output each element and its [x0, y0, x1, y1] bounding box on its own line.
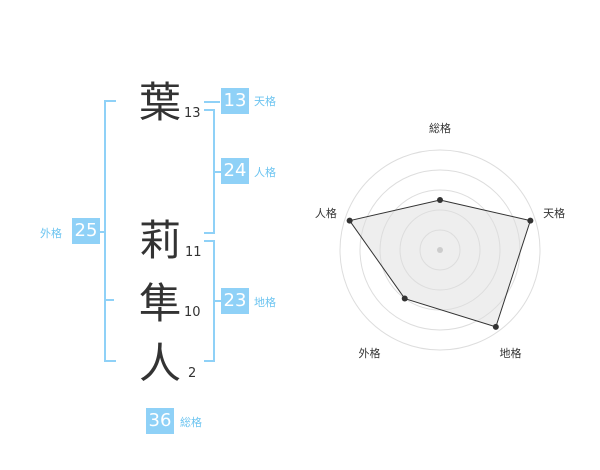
radar-point-1 — [437, 197, 443, 203]
radar-ring-1 — [419, 229, 461, 271]
soukaku-value: 36 — [146, 408, 174, 434]
radar-center-dot — [437, 247, 443, 253]
radar-ring-4 — [359, 169, 521, 331]
radar-point-5 — [346, 217, 353, 224]
gaikaku-label: 外格 — [40, 227, 62, 240]
jinkaku-label: 人格 — [254, 166, 276, 179]
radar-data-area — [349, 200, 531, 327]
stroke-count-2: 11 — [185, 245, 202, 260]
name-char-4: 人 — [139, 339, 182, 388]
stroke-count-1: 13 — [184, 106, 201, 121]
radar-data-line — [348, 199, 531, 328]
jinkaku-connector — [213, 171, 221, 173]
radar-axis-label-2: 天格 — [543, 206, 565, 220]
soukaku-label: 総格 — [180, 416, 202, 429]
stroke-count-4: 2 — [188, 366, 197, 381]
name-char-1: 葉 — [139, 78, 182, 127]
chikaku-value: 23 — [221, 288, 249, 314]
radar-axis-label-5: 人格 — [315, 206, 337, 220]
tenkaku-label: 天格 — [254, 95, 276, 108]
tenkaku-connector — [204, 101, 220, 103]
name-char-3: 隼 — [139, 279, 182, 328]
radar-point-4 — [401, 295, 408, 302]
radar-axis-label-1: 総格 — [429, 121, 451, 135]
gaikaku-connector — [100, 231, 106, 233]
radar-axis-label-3: 地格 — [500, 346, 522, 360]
radar-point-2 — [527, 217, 534, 224]
tenkaku-value: 13 — [221, 88, 249, 114]
chikaku-connector — [213, 300, 221, 302]
radar-ring-2 — [399, 209, 481, 291]
gaikaku-value: 25 — [72, 218, 100, 244]
gaikaku-bracket-tick — [104, 299, 114, 301]
radar-ring-5 — [339, 149, 541, 351]
name-char-2: 莉 — [139, 216, 182, 265]
radar-axis-label-4: 外格 — [358, 346, 380, 360]
chikaku-label: 地格 — [254, 296, 276, 309]
stroke-count-3: 10 — [184, 305, 201, 320]
jinkaku-value: 24 — [221, 158, 249, 184]
radar-point-3 — [492, 323, 499, 330]
